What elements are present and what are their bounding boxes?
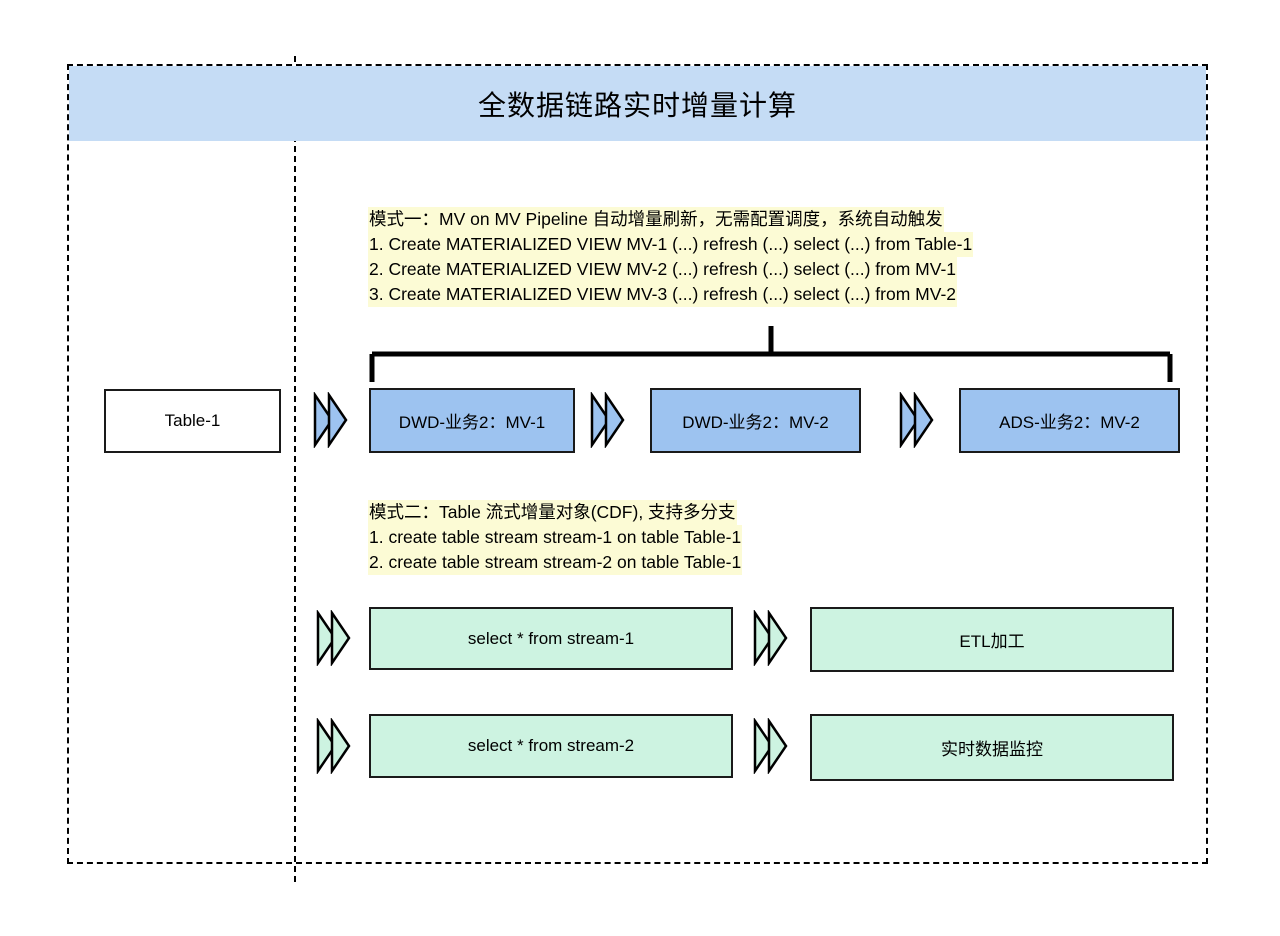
node-realtime-monitoring[interactable]: 实时数据监控 — [810, 714, 1174, 781]
node-stream-1-query[interactable]: select * from stream-1 — [369, 607, 733, 670]
node-realtime-monitoring-label: 实时数据监控 — [941, 740, 1043, 759]
note-mode-two-line-2: 1. create table stream stream-1 on table… — [368, 525, 743, 550]
outer-dashed-frame — [67, 64, 1208, 864]
double-chevron-icon — [898, 392, 938, 448]
double-chevron-icon — [315, 718, 355, 774]
node-stream-2-query-label: select * from stream-2 — [467, 736, 635, 755]
note-mode-one-line-1: 模式一：MV on MV Pipeline 自动增量刷新，无需配置调度，系统自动… — [368, 207, 944, 232]
double-chevron-icon — [312, 392, 352, 448]
note-mode-one-line-2: 1. Create MATERIALIZED VIEW MV-1 (...) r… — [368, 232, 974, 257]
node-ads-mv-label: ADS-业务2：MV-2 — [999, 413, 1140, 432]
bracket-connector — [368, 326, 1174, 384]
node-stream-1-query-label: select * from stream-1 — [467, 628, 635, 648]
node-ads-mv[interactable]: ADS-业务2：MV-2 — [959, 388, 1180, 453]
node-source-table-label: Table-1 — [164, 411, 221, 430]
note-mode-one: 模式一：MV on MV Pipeline 自动增量刷新，无需配置调度，系统自动… — [368, 207, 974, 307]
double-chevron-icon — [589, 392, 629, 448]
node-mv-1-label: DWD-业务2：MV-1 — [398, 413, 546, 432]
note-mode-one-line-4: 3. Create MATERIALIZED VIEW MV-3 (...) r… — [368, 282, 958, 307]
page-title: 全数据链路实时增量计算 — [477, 89, 797, 121]
double-chevron-icon — [752, 718, 792, 774]
vertical-dashed-divider — [294, 56, 296, 882]
node-mv-2-label: DWD-业务2：MV-2 — [682, 413, 829, 432]
node-source-table[interactable]: Table-1 — [104, 389, 281, 453]
diagram-title-band: 全数据链路实时增量计算 — [69, 66, 1206, 141]
note-mode-two: 模式二：Table 流式增量对象(CDF), 支持多分支 1. create t… — [368, 500, 743, 575]
node-etl-processing[interactable]: ETL加工 — [810, 607, 1174, 672]
double-chevron-icon — [752, 610, 792, 666]
double-chevron-icon — [315, 610, 355, 666]
note-mode-two-line-3: 2. create table stream stream-2 on table… — [368, 550, 743, 575]
node-stream-2-query[interactable]: select * from stream-2 — [369, 714, 733, 778]
note-mode-one-line-3: 2. Create MATERIALIZED VIEW MV-2 (...) r… — [368, 257, 958, 282]
note-mode-two-line-1: 模式二：Table 流式增量对象(CDF), 支持多分支 — [368, 500, 737, 525]
node-mv-2[interactable]: DWD-业务2：MV-2 — [650, 388, 861, 453]
node-etl-processing-label: ETL加工 — [959, 632, 1025, 651]
node-mv-1[interactable]: DWD-业务2：MV-1 — [369, 388, 575, 453]
